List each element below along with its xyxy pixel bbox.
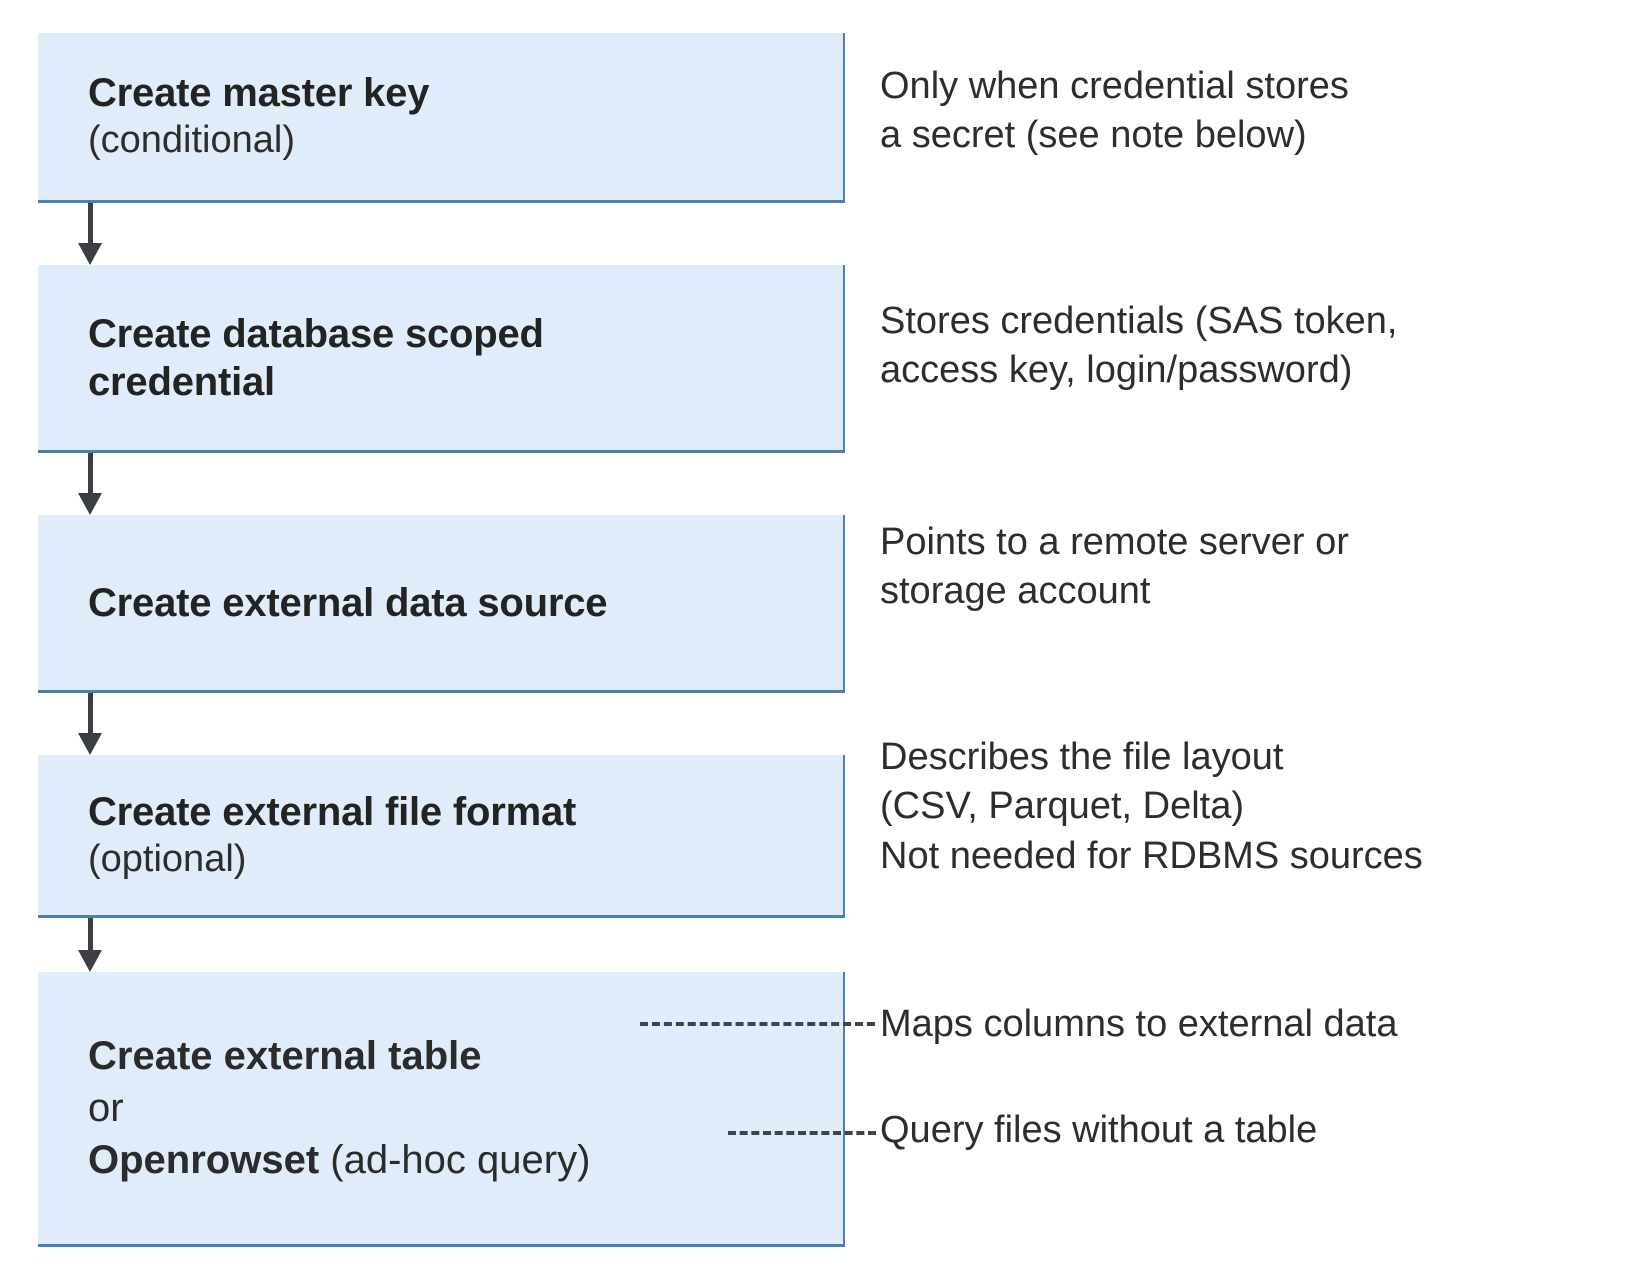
step-description-external-table: Maps columns to external data (880, 1003, 1398, 1045)
dashed-connector-openrowset (728, 1131, 876, 1135)
step-description-create-external-file-format: Describes the file layout (CSV, Parquet,… (880, 736, 1423, 877)
step-title: Create external data source (88, 580, 608, 625)
step-separator: or (88, 1082, 843, 1134)
step-subtitle: (conditional) (88, 119, 295, 162)
step-title-openrowset: Openrowset (ad-hoc query) (88, 1134, 843, 1186)
step-description-create-external-data-source: Points to a remote server or storage acc… (880, 521, 1349, 613)
arrow-down-icon (78, 693, 102, 755)
step-subtitle: (optional) (88, 837, 247, 880)
step-title-external-table: Create external table (88, 1030, 843, 1082)
step-alt-title: Openrowset (88, 1138, 320, 1182)
step-description-create-master-key: Only when credential stores a secret (se… (880, 65, 1349, 157)
step-box-create-database-scoped-credential[interactable]: Create database scoped credential (38, 265, 845, 453)
dashed-connector-external-table (640, 1022, 875, 1026)
step-separator-label: or (88, 1086, 124, 1130)
step-title: Create external table (88, 1034, 482, 1078)
step-alt-suffix: (ad-hoc query) (319, 1138, 591, 1182)
step-title: Create master key (88, 71, 430, 116)
step-description-openrowset: Query files without a table (880, 1109, 1318, 1151)
step-description-create-database-scoped-credential: Stores credentials (SAS token, access ke… (880, 300, 1398, 392)
step-title: Create external file format (88, 789, 577, 834)
step-box-create-external-table-or-openrowset[interactable]: Create external table or Openrowset (ad-… (38, 972, 845, 1247)
step-title: Create database scoped credential (88, 311, 544, 404)
arrow-down-icon (78, 453, 102, 515)
step-box-create-external-file-format[interactable]: Create external file format (optional) (38, 755, 845, 918)
step-box-create-master-key[interactable]: Create master key (conditional) (38, 33, 845, 203)
arrow-down-icon (78, 918, 102, 972)
arrow-down-icon (78, 203, 102, 265)
step-box-create-external-data-source[interactable]: Create external data source (38, 515, 845, 693)
